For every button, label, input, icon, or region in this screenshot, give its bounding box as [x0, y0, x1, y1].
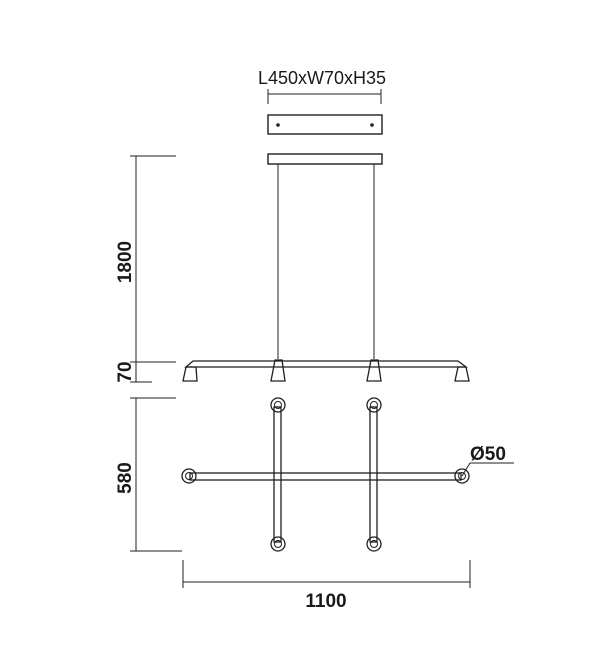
canopy-size-label: L450xW70xH35 — [258, 68, 386, 88]
shade-top-2 — [366, 397, 382, 413]
shade-diameter-leader — [461, 462, 514, 477]
frame-height-dimension — [130, 362, 152, 383]
canopy-width-dimension — [267, 89, 382, 104]
frame-height-label: 70 — [115, 361, 136, 382]
width-label: 1100 — [305, 591, 346, 612]
shade-top-1 — [270, 397, 286, 413]
shade-side-1 — [182, 366, 198, 382]
canopy-side-view — [267, 153, 383, 165]
drop-height-dimension — [130, 155, 176, 363]
shades-top-view — [181, 397, 470, 552]
drop-height-label: 1800 — [115, 241, 136, 283]
shade-diameter-label: Ø50 — [470, 444, 506, 465]
depth-dimension — [130, 397, 182, 552]
frame-side-view — [184, 360, 468, 368]
frame-top-view — [189, 406, 462, 543]
shade-side-3 — [366, 359, 382, 382]
shade-top-6 — [366, 536, 382, 552]
suspension-cables — [277, 164, 375, 359]
shades-side-view — [182, 359, 470, 382]
shade-side-2 — [270, 359, 286, 382]
depth-label: 580 — [115, 462, 136, 494]
shade-top-5 — [270, 536, 286, 552]
shade-side-4 — [454, 366, 470, 382]
shade-top-4 — [454, 468, 470, 484]
width-dimension — [182, 560, 471, 588]
canopy-plate-top-view — [267, 114, 383, 135]
shade-top-3 — [181, 468, 197, 484]
